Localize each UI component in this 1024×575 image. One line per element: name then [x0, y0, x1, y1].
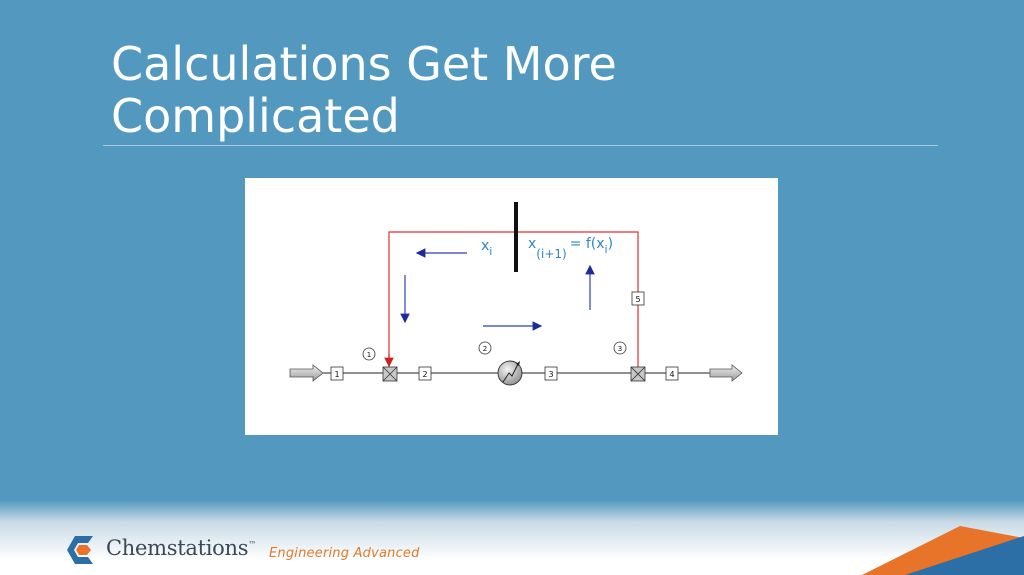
svg-text:1: 1: [334, 370, 339, 379]
svg-text:4: 4: [669, 370, 674, 379]
flowsheet-diagram: xi x(i+1)= f(xi) 1 2 3: [245, 178, 778, 435]
title-divider: [103, 145, 938, 146]
svg-text:3: 3: [618, 345, 622, 353]
mixer-unit: [382, 366, 398, 382]
unit-number-3: 3: [613, 341, 627, 355]
unit-number-2: 2: [478, 341, 492, 355]
stream-label-4: 4: [665, 366, 679, 381]
heat-exchanger-unit: [497, 360, 523, 386]
brand-name: Chemstations™: [106, 536, 256, 560]
svg-text:1: 1: [367, 351, 371, 359]
title-line-1: Calculations Get More: [111, 37, 617, 91]
label-x-next: x(i+1)= f(xi): [528, 236, 613, 261]
feed-arrow: [289, 364, 324, 382]
stream-label-5: 5: [631, 291, 645, 306]
slide-title: Calculations Get More Complicated: [111, 38, 931, 142]
chemstations-logo-icon: [67, 536, 93, 564]
unit-number-1: 1: [362, 347, 376, 361]
brand-tagline: Engineering Advanced: [269, 546, 420, 561]
stream-label-3: 3: [544, 366, 558, 381]
svg-text:3: 3: [548, 370, 553, 379]
stream-label-2: 2: [418, 366, 432, 381]
product-arrow: [709, 364, 743, 382]
stream-label-1: 1: [330, 366, 344, 381]
svg-text:2: 2: [422, 370, 427, 379]
recycle-stream-line: [388, 231, 639, 367]
svg-text:5: 5: [635, 295, 640, 304]
title-line-2: Complicated: [111, 89, 400, 143]
svg-text:2: 2: [483, 345, 487, 353]
flowsheet-svg: xi x(i+1)= f(xi) 1 2 3: [289, 202, 743, 386]
splitter-unit: [630, 366, 646, 382]
tear-stream-marker: [514, 202, 518, 272]
label-x-i: xi: [481, 238, 492, 258]
